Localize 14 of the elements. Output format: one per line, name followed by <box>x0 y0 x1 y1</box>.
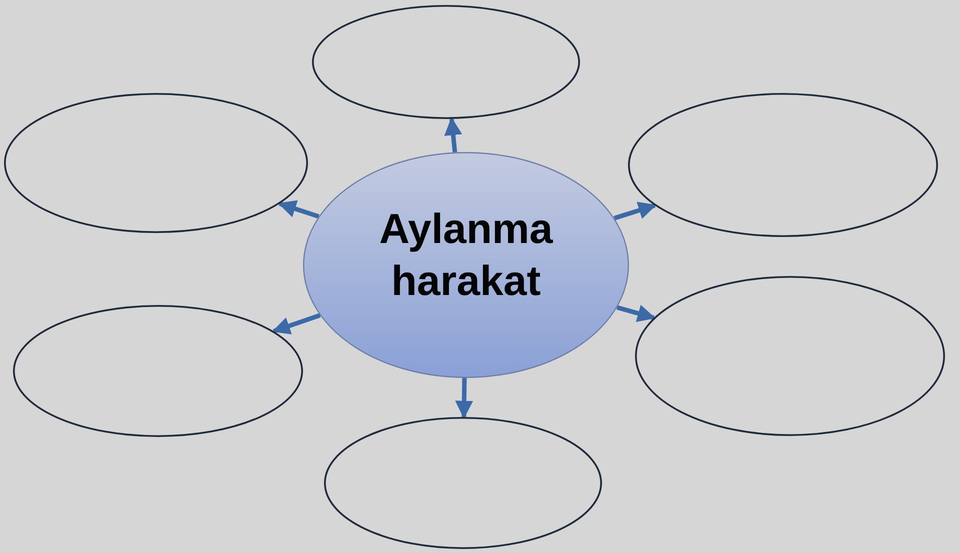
ellipse-node <box>303 152 629 378</box>
arrow <box>614 202 656 220</box>
ellipse-node <box>628 93 938 237</box>
arrow <box>616 304 656 322</box>
ellipse-node <box>635 276 945 436</box>
arrow <box>444 117 462 152</box>
arrow <box>272 313 321 334</box>
arrow <box>455 378 474 419</box>
arrow <box>278 200 320 219</box>
ellipse-node <box>13 305 303 437</box>
node-label: Aylanma harakat <box>378 204 554 306</box>
ellipse-node <box>312 5 580 119</box>
ellipse-node <box>4 93 308 233</box>
ellipse-node <box>324 417 602 549</box>
